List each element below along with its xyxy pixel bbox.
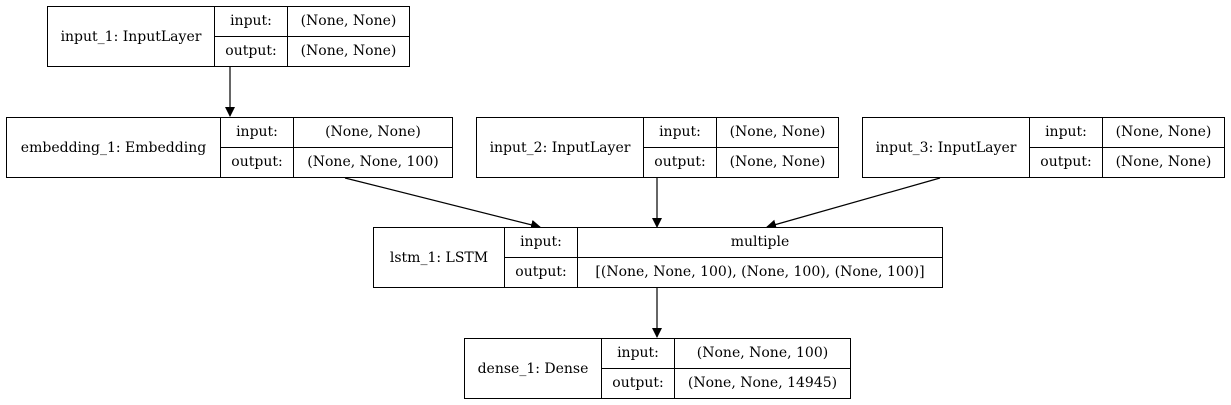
input-label: input: xyxy=(602,339,675,369)
input-label: input: xyxy=(221,118,294,148)
layer-node-input_3: input_3: InputLayer input: (None, None) … xyxy=(862,117,1225,178)
output-label: output: xyxy=(644,147,717,177)
output-shape: (None, None) xyxy=(729,154,826,171)
output-shape: (None, None, 100) xyxy=(307,154,439,171)
output-shape: (None, None, 14945) xyxy=(687,375,838,392)
layer-name: input_1: InputLayer xyxy=(48,7,215,66)
layer-name: lstm_1: LSTM xyxy=(374,228,505,287)
input-label: input: xyxy=(215,7,288,37)
output-label: output: xyxy=(221,147,294,177)
layer-node-input_1: input_1: InputLayer input: (None, None) … xyxy=(47,6,410,67)
layer-node-input_2: input_2: InputLayer input: (None, None) … xyxy=(476,117,839,178)
input-shape: (None, None, 100) xyxy=(675,339,850,369)
layer-name: input_2: InputLayer xyxy=(477,118,644,177)
layer-name: input_3: InputLayer xyxy=(863,118,1030,177)
input-label: input: xyxy=(644,118,717,148)
edge-input_3-to-lstm_1 xyxy=(766,177,941,230)
layer-name: dense_1: Dense xyxy=(465,339,602,398)
output-label: output: xyxy=(1030,147,1103,177)
output-label: output: xyxy=(602,368,675,398)
input-label: input: xyxy=(1030,118,1103,148)
input-label: input: xyxy=(505,228,578,258)
edge-embedding_1-to-lstm_1 xyxy=(344,177,541,230)
input-shape: (None, None) xyxy=(1103,118,1224,148)
input-shape: multiple xyxy=(578,228,942,258)
input-shape: (None, None) xyxy=(288,7,409,37)
output-shape: [(None, None, 100), (None, 100), (None, … xyxy=(595,264,925,281)
input-shape: (None, None) xyxy=(717,118,838,148)
layer-node-lstm_1: lstm_1: LSTM input: multiple output: [(N… xyxy=(373,227,943,288)
output-label: output: xyxy=(215,36,288,66)
layer-name: embedding_1: Embedding xyxy=(7,118,221,177)
layer-node-embedding_1: embedding_1: Embedding input: (None, Non… xyxy=(6,117,453,178)
output-shape: (None, None) xyxy=(300,43,397,60)
output-label: output: xyxy=(505,257,578,287)
output-shape: (None, None) xyxy=(1115,154,1212,171)
input-shape: (None, None) xyxy=(294,118,452,148)
layer-node-dense_1: dense_1: Dense input: (None, None, 100) … xyxy=(464,338,851,399)
